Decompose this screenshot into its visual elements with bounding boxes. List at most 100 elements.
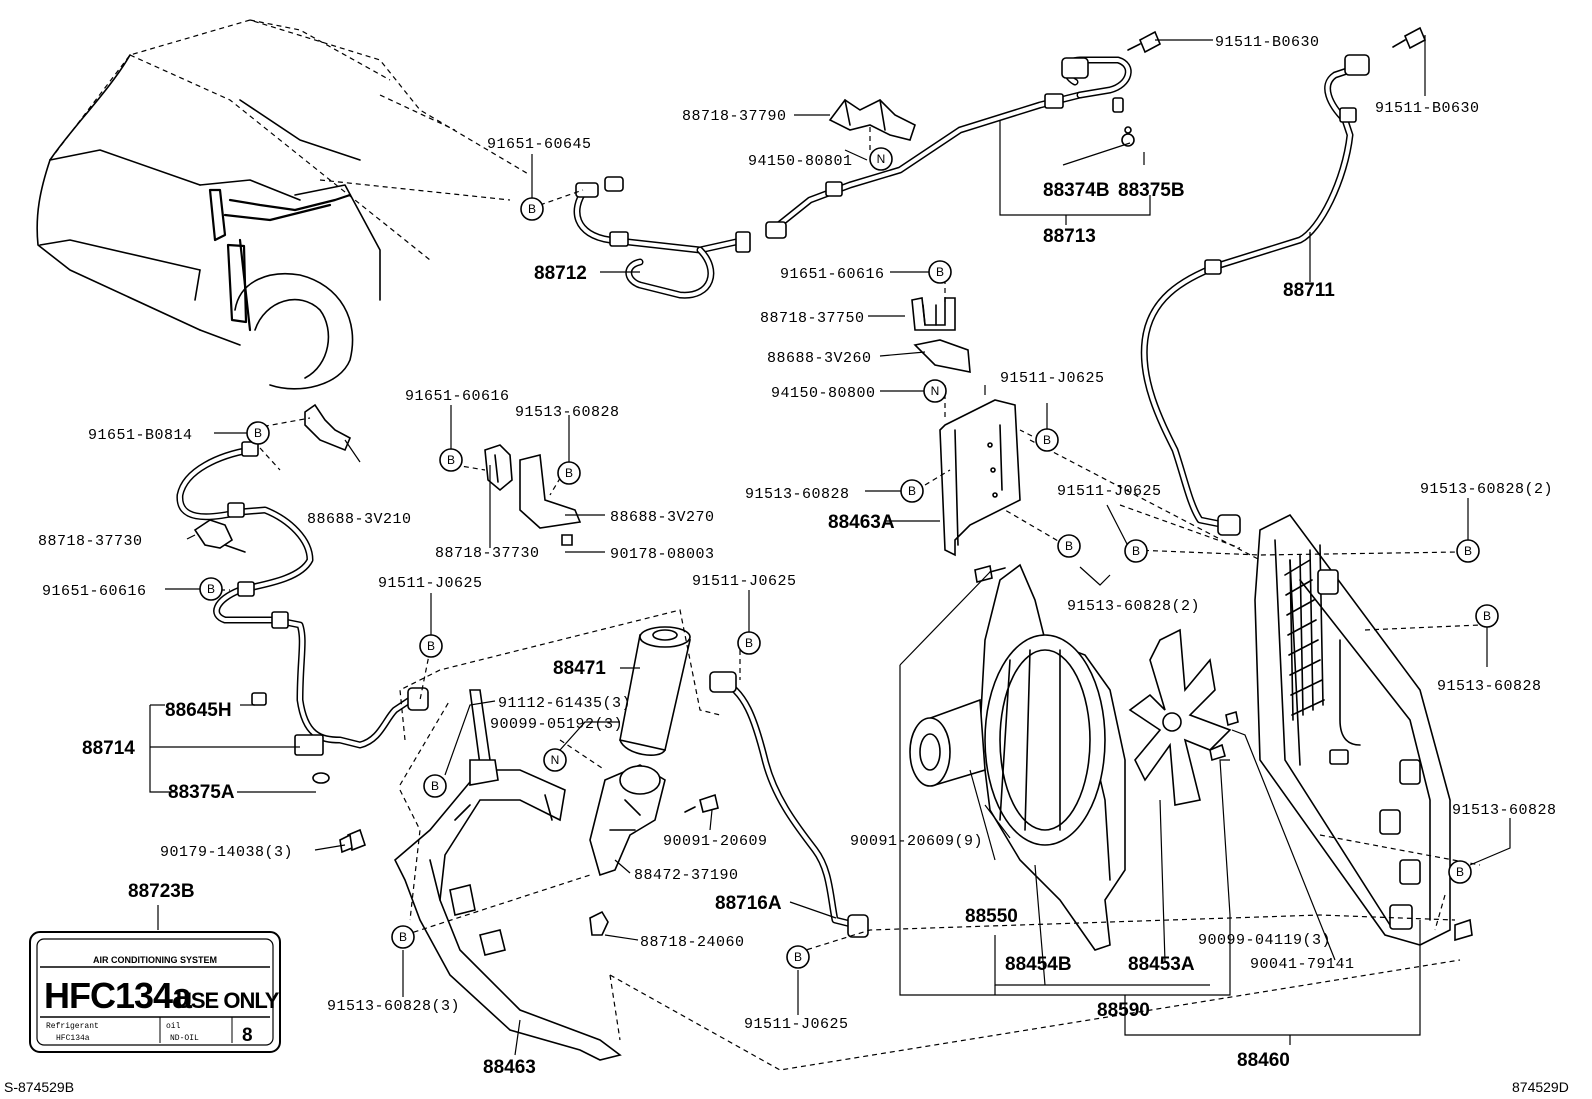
svg-text:B: B bbox=[254, 426, 262, 440]
part-label: 91513-60828 bbox=[1452, 802, 1557, 819]
part-label: 91511-J0625 bbox=[1000, 370, 1105, 387]
svg-text:B: B bbox=[207, 582, 215, 596]
part-label: 91651-60616 bbox=[42, 583, 147, 600]
corner-code-left: S-874529B bbox=[4, 1079, 74, 1095]
svg-text:B: B bbox=[1464, 544, 1472, 558]
badge-nut: N bbox=[923, 379, 947, 403]
part-label: 88688-3V210 bbox=[307, 511, 412, 528]
svg-text:B: B bbox=[1043, 433, 1051, 447]
fan-motor-88550 bbox=[909, 698, 986, 787]
part-label: 91511-J0625 bbox=[692, 573, 797, 590]
condenser-88460 bbox=[1254, 513, 1473, 946]
corner-code-right: 874529D bbox=[1512, 1079, 1569, 1095]
part-label: 91511-B0630 bbox=[1375, 100, 1480, 117]
part-label: 94150-80800 bbox=[771, 385, 876, 402]
part-label: 90041-79141 bbox=[1250, 956, 1355, 973]
part-label: 88718-37730 bbox=[435, 545, 540, 562]
badge-bolt: B bbox=[557, 461, 581, 485]
fan-blade-88453A bbox=[1128, 628, 1232, 806]
badge-bolt: B bbox=[391, 925, 415, 949]
badge-bolt: B bbox=[737, 631, 761, 655]
part-label: 88453A bbox=[1128, 954, 1195, 975]
svg-text:B: B bbox=[528, 202, 536, 216]
svg-text:B: B bbox=[1456, 865, 1464, 879]
bracket-88688-3V270 bbox=[484, 444, 582, 546]
pipe-88716A bbox=[709, 671, 869, 938]
svg-text:B: B bbox=[399, 930, 407, 944]
part-label: 88716A bbox=[715, 893, 782, 914]
part-label: 90099-05192(3) bbox=[490, 716, 623, 733]
part-label: 91513-60828 bbox=[515, 404, 620, 421]
svg-text:B: B bbox=[794, 950, 802, 964]
part-label: 88550 bbox=[965, 906, 1018, 927]
badge-bolt: B bbox=[1124, 539, 1148, 563]
badge-bolt: B bbox=[900, 479, 924, 503]
badge-bolt: B bbox=[423, 774, 447, 798]
badge-bolt: B bbox=[1057, 534, 1081, 558]
part-label: 88645H bbox=[165, 700, 232, 721]
badge-bolt: B bbox=[1456, 539, 1480, 563]
badge-bolt: B bbox=[520, 197, 544, 221]
clip-88718-24060 bbox=[589, 910, 609, 936]
clamp-88718-37730-left bbox=[193, 519, 246, 553]
part-label: 88688-3V260 bbox=[767, 350, 872, 367]
badge-bolt: B bbox=[419, 634, 443, 658]
badge-bolt: B bbox=[439, 448, 463, 472]
part-label: 91513-60828(3) bbox=[327, 998, 460, 1015]
oil-number: 8 bbox=[242, 1025, 253, 1046]
receiver-88471 bbox=[619, 626, 691, 756]
oil-label: oil bbox=[166, 1022, 181, 1031]
badge-bolt: B bbox=[1035, 428, 1059, 452]
condenser-core bbox=[1284, 544, 1325, 721]
part-label: 88718-24060 bbox=[640, 934, 745, 951]
part-label: 88723B bbox=[128, 881, 195, 902]
part-label: 90178-08003 bbox=[610, 546, 715, 563]
part-label: 91511-J0625 bbox=[1057, 483, 1162, 500]
badge-nut: N bbox=[543, 748, 567, 772]
svg-text:B: B bbox=[1065, 539, 1073, 553]
part-label: 90099-04119(3) bbox=[1198, 932, 1331, 949]
part-label: 88375B bbox=[1118, 180, 1185, 201]
badge-bolt: B bbox=[1448, 860, 1472, 884]
refrigerant-label: Refrigerant bbox=[46, 1022, 99, 1031]
svg-text:N: N bbox=[931, 384, 940, 398]
oil-value: ND-OIL bbox=[170, 1034, 199, 1043]
part-label: 91112-61435(3) bbox=[498, 695, 631, 712]
part-label: 94150-80801 bbox=[748, 153, 853, 170]
part-label: 90091-20609 bbox=[663, 833, 768, 850]
part-label: 88463 bbox=[483, 1057, 536, 1078]
badge-bolt: B bbox=[786, 945, 810, 969]
part-label: 91511-J0625 bbox=[744, 1016, 849, 1033]
bracket-88463 bbox=[339, 689, 622, 1061]
pipe-88714 bbox=[176, 441, 429, 784]
bolt-91513-60828-top bbox=[974, 565, 1006, 583]
bracket-88472-37190 bbox=[589, 764, 719, 877]
part-label: 91513-60828(2) bbox=[1420, 481, 1553, 498]
svg-text:B: B bbox=[908, 484, 916, 498]
part-label: 88713 bbox=[1043, 226, 1096, 247]
part-label: 88590 bbox=[1097, 1000, 1150, 1021]
svg-text:N: N bbox=[877, 152, 886, 166]
hose-88712 bbox=[573, 176, 751, 299]
part-label: 90179-14038(3) bbox=[160, 844, 293, 861]
svg-text:B: B bbox=[1483, 609, 1491, 623]
part-label: 91511-J0625 bbox=[378, 575, 483, 592]
part-label: 88718-37750 bbox=[760, 310, 865, 327]
fastener-badges: B N B N B B B B B B B B B B B B B N B B … bbox=[199, 147, 1499, 969]
fan-shroud-88454B bbox=[979, 563, 1126, 951]
part-label: 91513-60828 bbox=[745, 486, 850, 503]
clamp-88718-37790 bbox=[828, 98, 916, 141]
bracket-88463A bbox=[911, 297, 1021, 557]
part-label: 91651-B0814 bbox=[88, 427, 193, 444]
svg-text:B: B bbox=[565, 466, 573, 480]
caution-label-88723B: AIR CONDITIONING SYSTEM HFC134a USE ONLY… bbox=[29, 931, 281, 1053]
part-label: 88718-37730 bbox=[38, 533, 143, 550]
part-label: 88471 bbox=[553, 658, 606, 679]
badge-bolt: B bbox=[246, 421, 270, 445]
badge-bolt: B bbox=[928, 260, 952, 284]
part-label: 91513-60828 bbox=[1437, 678, 1542, 695]
part-label: 88714 bbox=[82, 738, 135, 759]
bolts-90099-04119 bbox=[1209, 710, 1239, 762]
